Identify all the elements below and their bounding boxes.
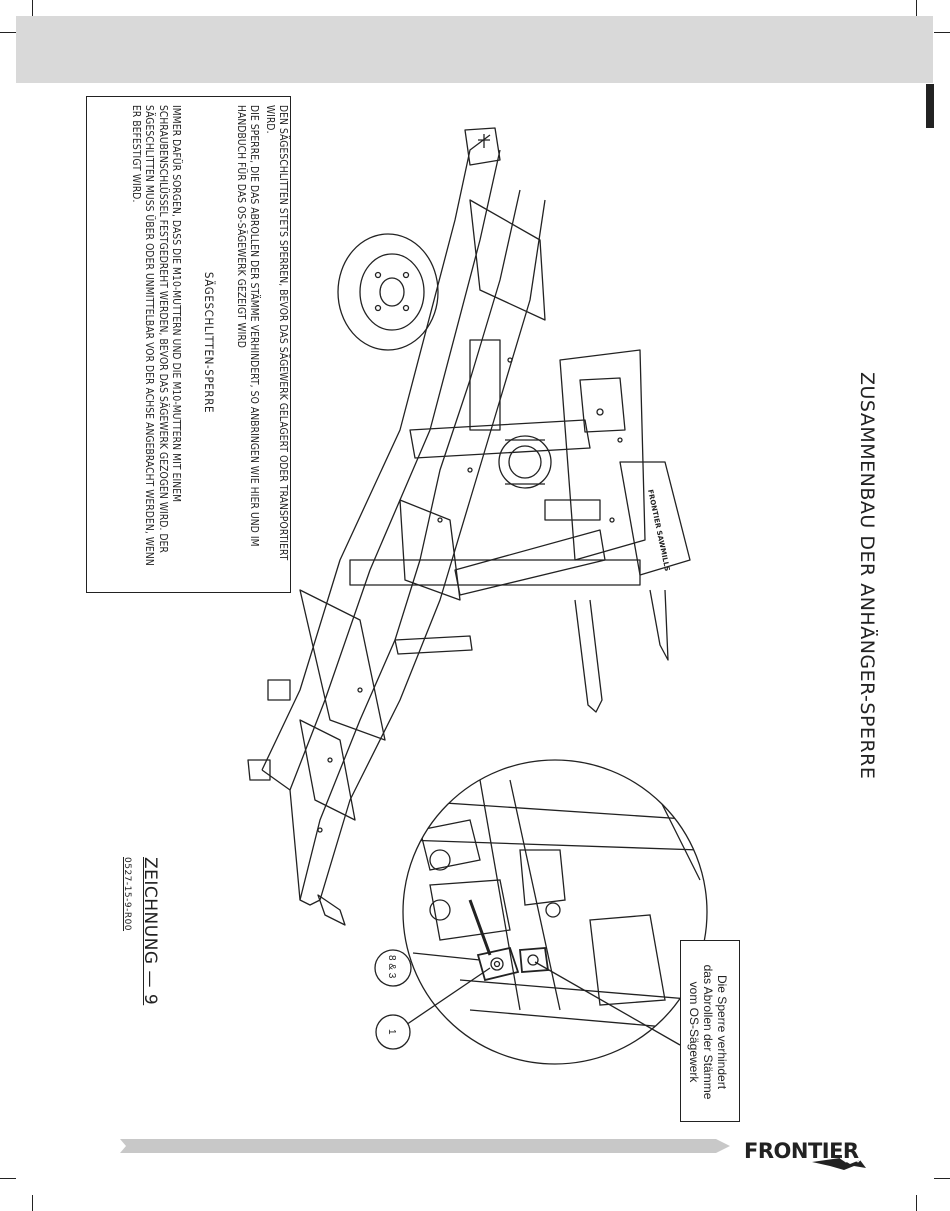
sawhead-brand: FRONTIER SAWMILLS: [646, 489, 671, 572]
callout-line: Die Sperre verhindert: [715, 974, 729, 1090]
callout-text: Die Sperre verhindert das Abrollen der S…: [687, 947, 729, 1117]
header-band: [16, 16, 933, 83]
crop-mark: [916, 1195, 917, 1211]
sawhead-cover: [619, 461, 691, 576]
loading-ramp: [299, 589, 386, 741]
tow-handle: [574, 599, 603, 713]
detail-view: [374, 759, 708, 1065]
part-bubble-label: 1: [386, 1029, 397, 1035]
engine: [498, 435, 552, 489]
frame-rail: [319, 199, 546, 901]
crop-mark: [0, 1178, 16, 1179]
section-tab-marker: [926, 84, 934, 128]
part-bubble-label: 8 & 3: [386, 955, 397, 979]
spare-wheel: [337, 233, 439, 351]
callout-line: das Abrollen der Stämme: [701, 964, 715, 1100]
hitch: [464, 127, 501, 166]
callout-line: vom OS-Sägewerk: [687, 981, 701, 1083]
crop-mark: [32, 1195, 33, 1211]
frontier-logo: FRONTIER: [744, 1139, 866, 1170]
frame-rail: [261, 134, 491, 771]
part-bubble: [374, 949, 412, 987]
crop-mark: [934, 1178, 950, 1179]
crop-mark: [934, 32, 950, 33]
callout-box: Die Sperre verhindert das Abrollen der S…: [680, 940, 740, 1122]
part-bubble: [375, 1014, 411, 1050]
crop-mark: [32, 0, 33, 16]
crop-mark: [0, 32, 16, 33]
footer-arrow-bar: [120, 1139, 730, 1153]
crop-mark: [916, 0, 917, 16]
notes-box: DEN SÄGESCHLITTEN STETS SPERREN, BEVOR D…: [86, 96, 291, 593]
cross-member: [409, 419, 591, 459]
cross-member: [349, 559, 641, 586]
